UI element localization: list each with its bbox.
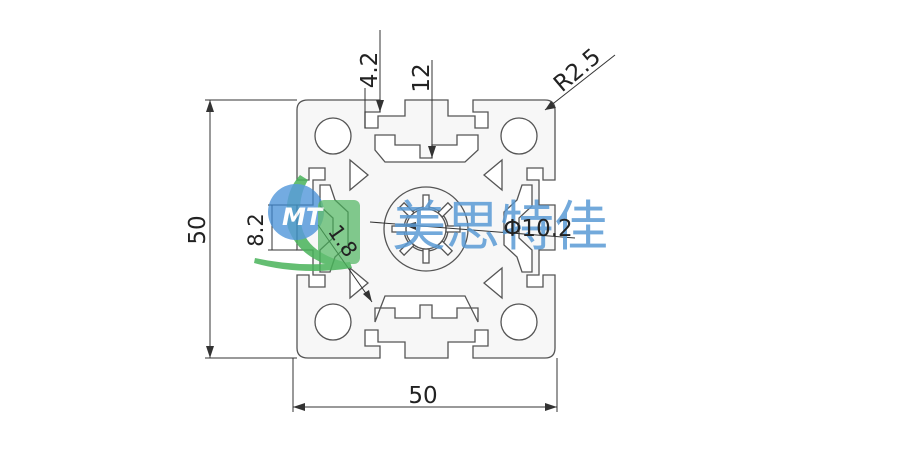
logo-underline (254, 258, 352, 272)
center-core (383, 186, 469, 272)
logo-blue-circle (268, 184, 324, 240)
dim-slot-width-label: 12 (409, 63, 435, 92)
corner-hole-bottom-left (314, 303, 352, 341)
top-slot-cavity (374, 134, 479, 163)
dim-height-label: 50 (185, 215, 211, 244)
corner-hole-top-left (314, 117, 352, 155)
pocket-tr (482, 158, 503, 192)
logo-green-block (318, 200, 360, 264)
right-slot-cavity (503, 184, 533, 273)
pocket-tl (349, 158, 370, 192)
bottom-slot-cavity (374, 295, 479, 323)
profile-body (296, 99, 556, 359)
dim-corner-radius-label: R2.5 (549, 44, 606, 98)
pocket-br (482, 266, 503, 300)
dim-center-hole-label: Φ10.2 (503, 216, 572, 242)
dim-slot-depth-label: 4.2 (357, 52, 383, 89)
dim-slot-offset-label: 8.2 (244, 213, 268, 246)
logo-letters: MT (282, 203, 324, 231)
watermark-logo: MT (254, 175, 360, 272)
watermark-text: 美思特佳 (392, 195, 608, 258)
center-star-hole (391, 194, 461, 264)
corner-hole-top-right (500, 117, 538, 155)
corner-hole-bottom-right (500, 303, 538, 341)
dim-width-label: 50 (408, 383, 437, 409)
